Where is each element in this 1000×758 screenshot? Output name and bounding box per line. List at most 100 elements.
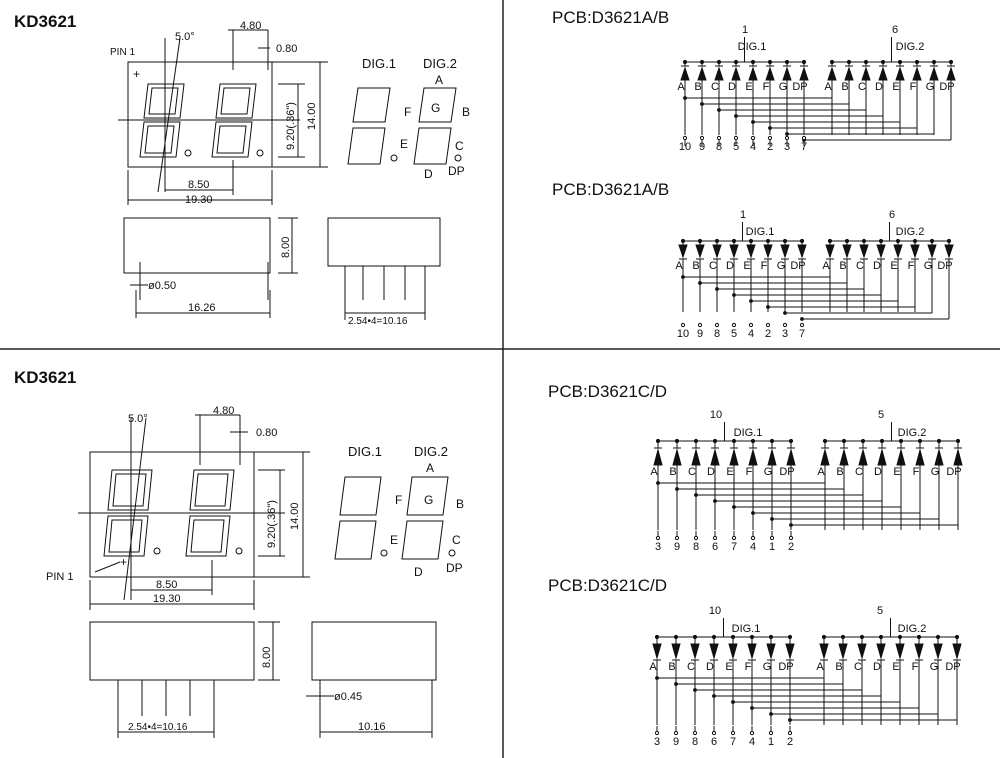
width-top: 19.30 (185, 194, 213, 206)
segment-label-d1-d: D (728, 81, 736, 93)
common-pin-right: 6 (889, 209, 895, 221)
pcb-label-3: PCB:D3621C/D (548, 382, 668, 401)
common-pin-left: 10 (710, 409, 722, 421)
segment-label-d1-g: G (779, 81, 788, 93)
pin-dia-bottom: ø0.45 (334, 691, 362, 703)
body-width-bottom: 10.16 (358, 721, 386, 733)
seg-f-label: F (404, 105, 411, 119)
pin-number-label: 7 (730, 736, 736, 748)
diode-1-f (747, 634, 757, 725)
segment-label-d1-a: A (649, 661, 657, 673)
segment-label-d2-f: F (910, 81, 917, 93)
pin-number-label: 9 (674, 541, 680, 553)
pin-number-label: 8 (693, 541, 699, 553)
dig2-schematic-label: DIG.2 (898, 623, 927, 635)
dig1-schematic-label: DIG.1 (746, 226, 775, 238)
common-pin-left: 1 (740, 209, 746, 221)
dig2-schematic-label: DIG.2 (896, 41, 925, 53)
seg-b-label-b: B (456, 497, 464, 511)
diode-1-e (748, 59, 758, 135)
pin-number-label: 4 (749, 736, 755, 748)
segment-label-d2-e: E (890, 260, 897, 272)
height-in-bottom: 9.20(.36") (266, 500, 278, 548)
digit-pitch-top: 8.50 (188, 179, 209, 191)
diode-1-c (691, 438, 701, 530)
pin-number-label: 2 (788, 541, 794, 553)
dp-size-bottom: 0.80 (256, 427, 277, 439)
diode-1-dp (799, 59, 809, 135)
pin-number-label: 10 (679, 141, 691, 153)
schematic-1 (680, 37, 956, 146)
diode-1-a (678, 238, 688, 312)
segment-label-d2-e: E (893, 466, 900, 478)
segment-label-d1-e: E (743, 260, 750, 272)
segment-label-d2-g: G (926, 81, 935, 93)
segment-label-d2-b: B (841, 81, 848, 93)
segment-label-d1-d: D (707, 466, 715, 478)
segment-label-d1-a: A (675, 260, 683, 272)
segment-label-d1-b: B (692, 260, 699, 272)
segment-label-d1-c: C (709, 260, 717, 272)
seg-pitch-top: 4.80 (240, 20, 261, 32)
pin-number-label: 3 (655, 541, 661, 553)
segment-label-d2-b: B (839, 260, 846, 272)
segment-label-d2-c: C (858, 81, 866, 93)
dig1-label-bottom: DIG.1 (348, 444, 382, 459)
segment-label-d1-dp: DP (792, 81, 807, 93)
diode-2-a (819, 634, 829, 725)
segment-label-d2-c: C (854, 661, 862, 673)
diode-2-a (820, 438, 830, 530)
seg-a-label: A (435, 73, 443, 87)
diode-1-g (780, 238, 790, 312)
diode-1-dp (786, 438, 796, 530)
pin-span-bottom: 2.54•4=10.16 (128, 722, 188, 733)
segment-label-d1-a: A (650, 466, 658, 478)
diode-1-b (695, 238, 705, 312)
segment-label-d1-f: F (763, 81, 770, 93)
title-bottom: KD3621 (14, 368, 77, 387)
dig1-label-top: DIG.1 (362, 56, 396, 71)
segment-label-d2-d: D (873, 661, 881, 673)
segment-label-d2-b: B (835, 661, 842, 673)
pin-number-label: 3 (782, 328, 788, 340)
dig1-schematic-label: DIG.1 (732, 623, 761, 635)
common-pin-right: 6 (892, 24, 898, 36)
segment-label-d1-c: C (688, 466, 696, 478)
schematic-3 (653, 422, 963, 541)
diode-1-d (729, 238, 739, 312)
segment-label-d2-e: E (892, 81, 899, 93)
pin-number-label: 4 (750, 541, 756, 553)
seg-d-label: D (424, 167, 433, 181)
diode-1-f (748, 438, 758, 530)
seg-a-label-b: A (426, 461, 434, 475)
common-pin-right: 5 (877, 605, 883, 617)
segment-label-d1-d: D (706, 661, 714, 673)
segment-label-d2-g: G (924, 260, 933, 272)
seg-dp-label-b: DP (446, 561, 463, 575)
segment-label-d1-d: D (726, 260, 734, 272)
height-in-top: 9.20(.36") (285, 102, 297, 150)
seg-g-label-b: G (424, 493, 433, 507)
seg-e-label-b: E (390, 533, 398, 547)
seg-g-label: G (431, 101, 440, 115)
pin-number-label: 2 (787, 736, 793, 748)
diode-1-b (697, 59, 707, 135)
pin-number-label: 8 (692, 736, 698, 748)
segment-label-d2-g: G (931, 466, 940, 478)
pin-number-label: 9 (699, 141, 705, 153)
pcb-label-4: PCB:D3621C/D (548, 576, 668, 595)
diode-1-dp (797, 238, 807, 312)
pin-number-label: 2 (765, 328, 771, 340)
segment-label-d1-e: E (725, 661, 732, 673)
pin-number-label: 2 (767, 141, 773, 153)
segment-label-d2-c: C (856, 260, 864, 272)
segment-label-d2-dp: DP (939, 81, 954, 93)
width-bottom: 19.30 (153, 593, 181, 605)
pin-number-label: 1 (769, 541, 775, 553)
segment-label-d2-d: D (873, 260, 881, 272)
diode-1-g (767, 438, 777, 530)
height-bottom: 14.00 (289, 502, 301, 530)
pin-span-top: 2.54•4=10.16 (348, 316, 408, 327)
dig2-schematic-label: DIG.2 (896, 226, 925, 238)
pin-number-label: 9 (697, 328, 703, 340)
